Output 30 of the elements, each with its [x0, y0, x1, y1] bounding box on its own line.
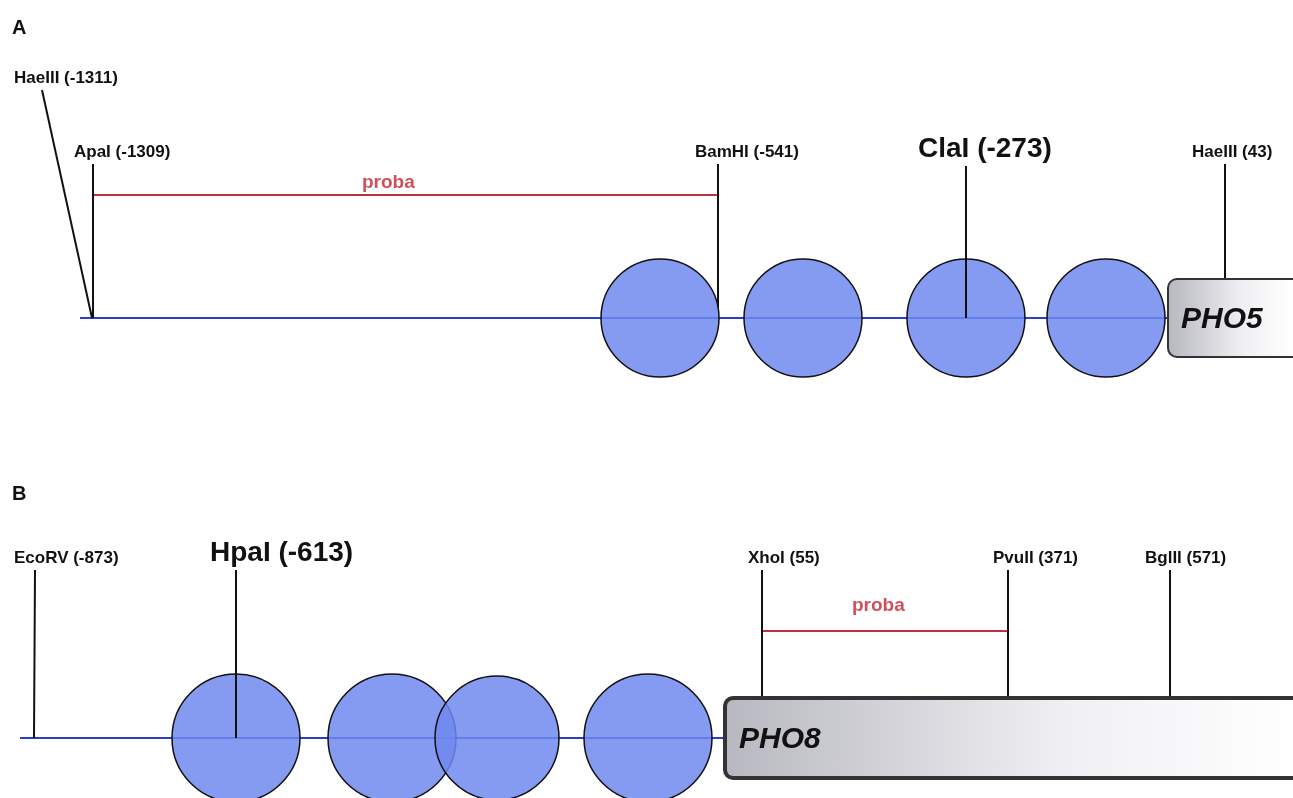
leader-line: [717, 163, 719, 309]
panel-letter: B: [12, 482, 27, 505]
nucleosome-circle: [600, 258, 720, 378]
leader-line: [235, 569, 237, 739]
restriction-site-label: HaeIII (-1311): [14, 68, 118, 88]
leader-line: [1224, 163, 1226, 280]
restriction-site-label: HpaI (-613): [210, 536, 354, 568]
restriction-site-label: XhoI (55): [748, 548, 820, 568]
probe-label: proba: [852, 594, 905, 616]
leader-line: [41, 89, 93, 319]
restriction-site-label: ClaI (-273): [918, 132, 1052, 164]
leader-line: [761, 569, 763, 698]
leader-line: [965, 165, 967, 319]
gene-box: PHO8: [723, 696, 1293, 780]
panel-letter: A: [12, 16, 27, 39]
gene-box: PHO5: [1167, 278, 1293, 358]
nucleosome-circle: [1046, 258, 1166, 378]
nucleosome-circle: [906, 258, 1026, 378]
restriction-site-label: ApaI (-1309): [74, 142, 171, 162]
leader-line: [33, 569, 36, 739]
restriction-site-label: EcoRV (-873): [14, 548, 119, 568]
leader-line: [92, 163, 94, 319]
probe-label: proba: [362, 171, 415, 193]
leader-line: [1007, 569, 1009, 698]
restriction-site-label: BamHI (-541): [695, 142, 799, 162]
restriction-site-label: BglII (571): [1145, 548, 1227, 568]
restriction-site-label: PvuII (371): [993, 548, 1079, 568]
restriction-site-label: HaeIII (43): [1192, 142, 1273, 162]
leader-line: [1169, 569, 1171, 698]
nucleosome-circle: [743, 258, 863, 378]
